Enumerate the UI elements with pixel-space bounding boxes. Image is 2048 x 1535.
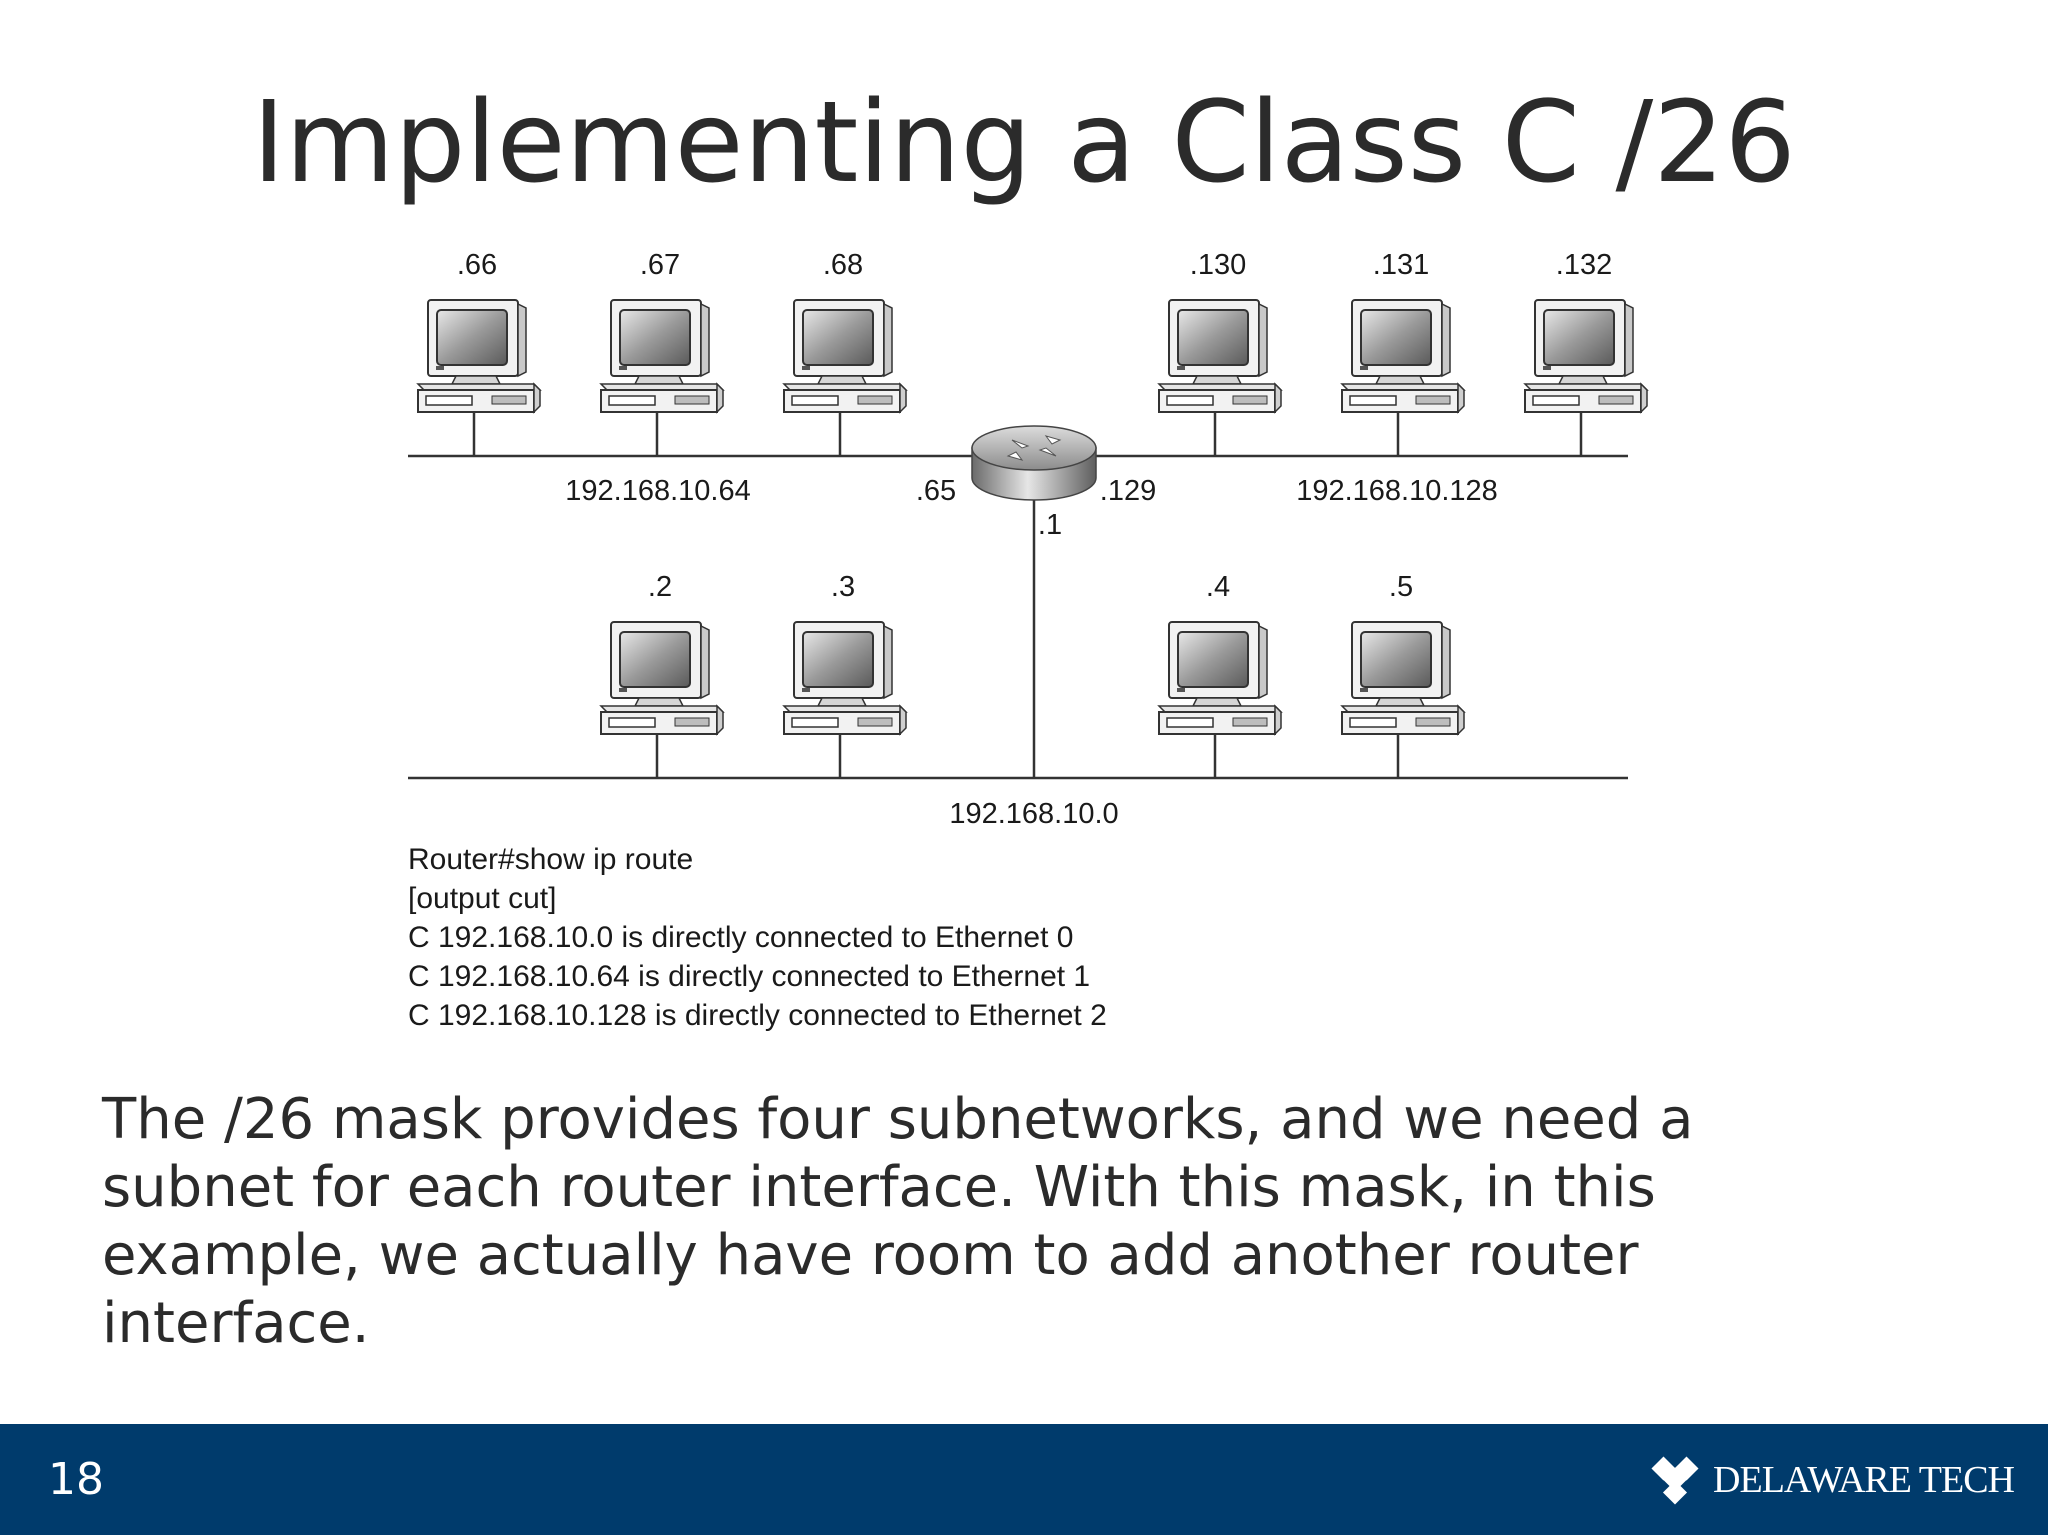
host-label-5: .5 <box>1389 571 1413 603</box>
host-label-68: .68 <box>823 249 863 281</box>
network-label-right: 192.168.10.128 <box>1296 475 1498 507</box>
slide-body-text: The /26 mask provides four subnetworks, … <box>102 1087 1694 1356</box>
route-line: [output cut] <box>408 882 557 915</box>
host-label-2: .2 <box>648 571 672 603</box>
diamond-logo-icon <box>1651 1456 1699 1505</box>
host-label-3: .3 <box>831 571 855 603</box>
brand-name: DELAWARE TECH <box>1713 1459 2015 1501</box>
workstation-132 <box>1524 299 1648 413</box>
route-line: C 192.168.10.0 is directly connected to … <box>408 921 1074 954</box>
footer-bar: 18 DELAWARE TECH <box>0 1424 2048 1535</box>
host-label-66: .66 <box>457 249 497 281</box>
workstation-5 <box>1341 621 1465 735</box>
interface-label-e2: .129 <box>1100 475 1156 507</box>
host-label-4: .4 <box>1206 571 1230 603</box>
routing-table-output: Router#show ip route [output cut] C 192.… <box>408 840 1107 1035</box>
route-line: Router#show ip route <box>408 843 694 876</box>
route-line: C 192.168.10.128 is directly connected t… <box>408 999 1107 1032</box>
slide-title: Implementing a Class C /26 <box>252 78 1796 208</box>
network-label-bottom: 192.168.10.0 <box>949 798 1118 830</box>
workstation-4 <box>1158 621 1282 735</box>
workstation-2 <box>600 621 724 735</box>
workstation-68 <box>783 299 907 413</box>
network-diagram: .66 .67 .68 .130 .131 .132 .2 .3 .4 .5 1… <box>408 249 1648 830</box>
host-label-132: .132 <box>1556 249 1612 281</box>
host-label-130: .130 <box>1190 249 1246 281</box>
router-icon <box>971 425 1097 501</box>
workstation-3 <box>783 621 907 735</box>
workstation-130 <box>1158 299 1282 413</box>
workstation-67 <box>600 299 724 413</box>
brand-logo: DELAWARE TECH <box>1645 1450 2015 1510</box>
network-label-left: 192.168.10.64 <box>565 475 750 507</box>
host-label-67: .67 <box>640 249 680 281</box>
workstation-66 <box>417 299 541 413</box>
host-label-131: .131 <box>1373 249 1429 281</box>
route-line: C 192.168.10.64 is directly connected to… <box>408 960 1091 993</box>
page-number: 18 <box>48 1454 104 1505</box>
workstation-131 <box>1341 299 1465 413</box>
interface-label-e1: .65 <box>916 475 956 507</box>
interface-label-e0: .1 <box>1038 509 1062 541</box>
